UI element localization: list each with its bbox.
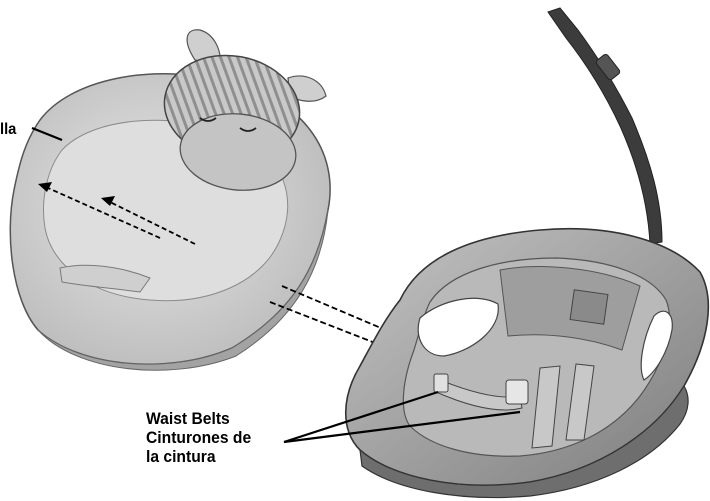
support-arm: [548, 8, 662, 244]
pad-label: lla: [0, 120, 16, 139]
seat-shell: [346, 8, 709, 498]
buckle-right-icon: [506, 380, 528, 404]
back-panel-plate: [570, 290, 608, 324]
waist-belts-label-line2: Cinturones de: [146, 428, 251, 447]
waist-belts-label-line3: la cintura: [146, 447, 251, 466]
seat-pad: [10, 30, 330, 370]
waist-belts-label-line1: Waist Belts: [146, 409, 251, 428]
waist-belts-label: Waist Belts Cinturones de la cintura: [146, 409, 251, 466]
buckle-left-icon: [434, 374, 448, 392]
